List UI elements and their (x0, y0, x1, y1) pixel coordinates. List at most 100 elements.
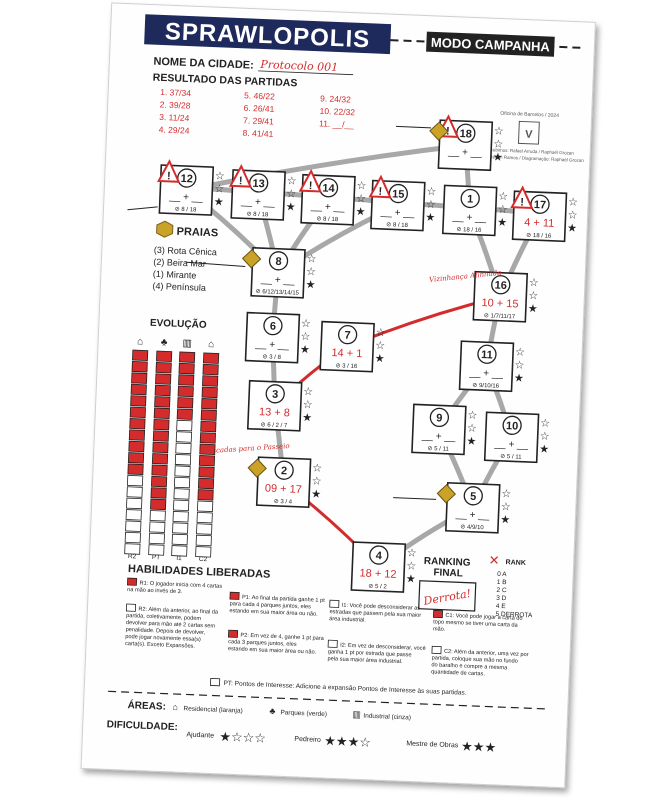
map-node-15[interactable]: 15__ + __⊘ 8 / 18☆☆★! (368, 174, 437, 232)
star-icon: ☆ (498, 191, 508, 203)
rank-x-icon: ✕ (488, 553, 499, 568)
evolucao-cell (197, 500, 214, 512)
praias-item-3: (1) Mirante (153, 269, 197, 281)
evolucao-cell (130, 395, 147, 407)
evolucao-area-icon: ♣ (161, 337, 168, 348)
star-icon: ☆ (514, 359, 524, 371)
habilidade-r1: R1: O jogador inicia com 4 cartasna mão … (126, 577, 222, 595)
evolucao-cell (175, 442, 192, 455)
star-icon: ★ (355, 206, 365, 218)
map-node-8[interactable]: 8__ + __⊘ 6/12/13/14/15☆☆★ (241, 246, 317, 299)
map-node-10[interactable]: 10__ + __⊘ 5 / 11☆☆★ (483, 411, 551, 464)
map-node-14[interactable]: 14__ + __⊘ 8 / 18☆☆★! (298, 168, 367, 226)
habilidade-checkbox[interactable] (125, 603, 137, 612)
map-node-5[interactable]: 5__ + __⊘ 4/9/10☆☆★ (436, 481, 512, 534)
habilidade-checkbox[interactable] (432, 609, 444, 619)
evolucao-cell (202, 363, 219, 376)
map-node-18[interactable]: 18__ + __☆☆★! (428, 114, 504, 172)
habilidade-checkbox[interactable] (431, 645, 442, 655)
map-node-3[interactable]: 313 + 8⊘ 6 / 2 / 7☆☆★ (246, 379, 314, 432)
node-circle (477, 344, 497, 364)
results-grid: 1. 37/342. 39/283. 11/244. 29/245. 46/22… (159, 87, 356, 139)
map-node-4[interactable]: 418 + 12⊘ 5 / 2☆☆★ (350, 541, 417, 593)
habilidade-checkbox[interactable] (329, 599, 340, 608)
map-node-9[interactable]: 9__ + __⊘ 5 / 11☆☆★ (411, 403, 478, 456)
map-node-6[interactable]: 6__ + __⊘ 3 / 8☆☆★ (244, 311, 312, 364)
node-score: __ + __ (254, 339, 289, 351)
evolucao-cell (155, 373, 172, 385)
habilidade-text: R2: Além da anterior, ao final dapartida… (125, 606, 219, 651)
star-icon: ★ (466, 436, 476, 448)
rank-rows: 0 A1 B2 C3 D4 E5 DERROTA (495, 571, 533, 619)
node-box (350, 541, 407, 593)
result-entry: 8. 41/41 (242, 128, 273, 139)
node-score: __ + __ (451, 212, 486, 224)
hazard-mark: ! (520, 196, 524, 208)
node-box (411, 403, 467, 456)
evolucao-cell (125, 520, 142, 532)
dificuldade-ajudante-stars: ★☆☆☆ (219, 729, 266, 746)
node-number: 8 (275, 256, 282, 268)
star-icon: ☆ (467, 410, 477, 422)
hazard-icon (298, 168, 322, 193)
dificuldade-pedreiro-stars: ★★★☆ (324, 733, 371, 750)
star-icon: ☆ (356, 193, 366, 205)
evolucao-cell (202, 375, 219, 387)
node-box (255, 456, 312, 509)
node-number: 9 (436, 412, 443, 424)
habilidade-checkbox[interactable] (327, 639, 338, 648)
result-entry: 5. 46/22 (244, 90, 275, 101)
beach-icon (436, 484, 457, 504)
node-circle (265, 384, 285, 404)
evolucao-cell (197, 489, 214, 501)
map-node-12[interactable]: 12__ + __⊘ 8 / 18☆☆★! (156, 159, 225, 216)
node-score: __ + __ (260, 274, 295, 286)
node-number: 18 (459, 128, 472, 140)
evolucao-cell (174, 454, 192, 466)
evolucao-cell (155, 361, 172, 374)
habilidades-title: HABILIDADES LIBERADAS (128, 563, 271, 581)
habilidade-checkbox[interactable] (227, 629, 239, 638)
star-icon: ★ (311, 488, 321, 500)
map-node-2[interactable]: 209 + 17⊘ 3 / 4☆☆★ (247, 456, 323, 509)
evolucao-cell (178, 351, 196, 363)
map-node-17[interactable]: 174 + 11⊘ 18 / 16☆☆★! (510, 185, 579, 243)
node-box (483, 411, 540, 464)
star-icon: ☆ (498, 204, 508, 216)
node-score: __ + __ (468, 368, 503, 380)
node-score: 13 + 8 (259, 406, 290, 419)
node-circle (263, 316, 283, 336)
evolucao-cell (195, 534, 212, 547)
evolucao-cell (149, 521, 166, 533)
node-circle (429, 407, 450, 428)
evolucao-cell (129, 406, 146, 419)
node-number: 7 (344, 330, 351, 342)
evolucao-cell (176, 408, 193, 420)
habilidade-i1: I1: Você pode desconsiderar asestradas q… (329, 599, 421, 624)
evolucao-cell (127, 463, 144, 475)
evolucao-cell (177, 385, 194, 398)
star-icon: ★ (539, 443, 549, 455)
map-node-7[interactable]: 714 + 1⊘ 3 / 16☆☆★ (319, 320, 386, 373)
evolucao-cell (129, 417, 146, 430)
map-node-13[interactable]: 13__ + __⊘ 8 / 18☆☆★! (228, 164, 297, 221)
habilidade-checkbox[interactable] (229, 591, 240, 600)
dificuldade-label: DIFICULDADE: (107, 719, 178, 733)
map-node-11[interactable]: 11__ + __⊘ 9/10/16☆☆★ (458, 340, 526, 393)
star-icon: ★ (493, 151, 503, 163)
connector-line (396, 125, 432, 129)
star-icon: ☆ (356, 180, 366, 192)
habilidade-text: C1: Você pode jogar a carta dotopo mesmo… (433, 612, 523, 636)
area-residencial-icon: ⌂ (172, 702, 178, 712)
habilidade-checkbox[interactable] (126, 577, 138, 586)
node-number: 1 (467, 193, 474, 205)
map-node-1[interactable]: 1__ + __⊘ 18 / 16☆☆★ (441, 184, 509, 237)
evolucao-cell (173, 499, 190, 512)
evolucao-title: EVOLUÇÃO (150, 316, 207, 331)
node-circle (460, 188, 480, 209)
star-icon: ★ (528, 303, 538, 315)
ranking-title-line2: FINAL (433, 567, 463, 579)
habilidade-checkbox[interactable] (210, 678, 221, 687)
result-entry: 11. __/__ (319, 118, 354, 129)
